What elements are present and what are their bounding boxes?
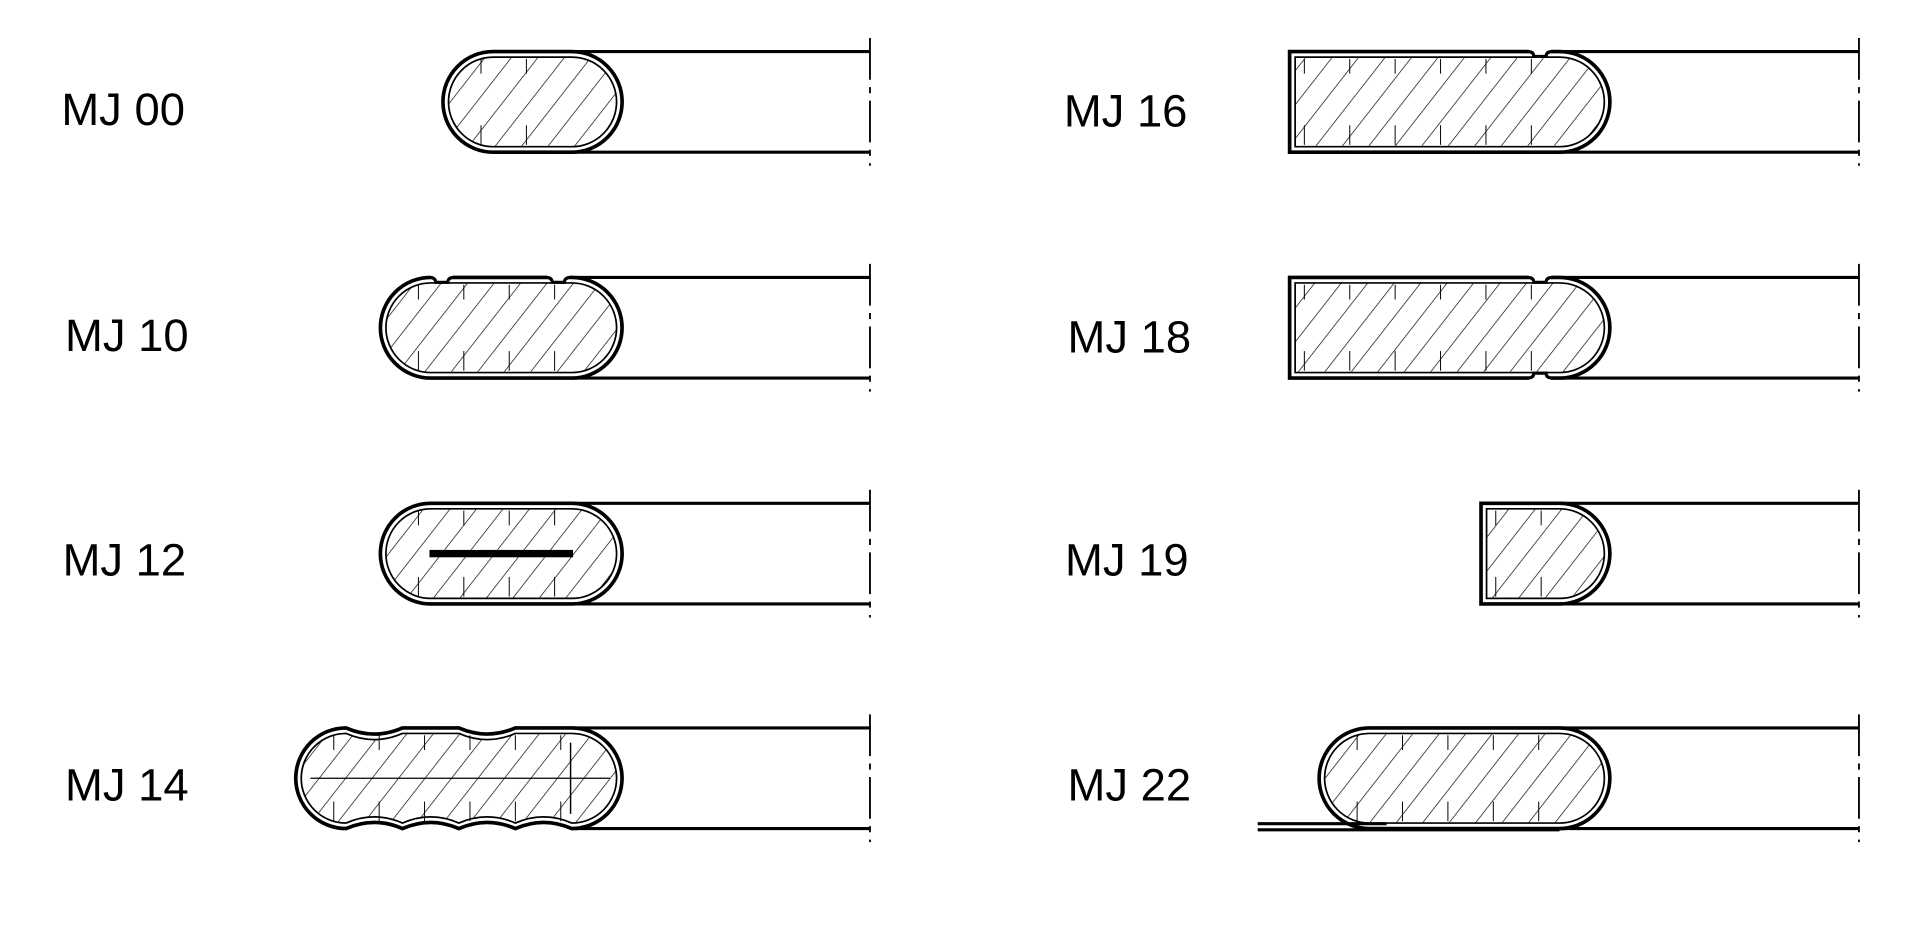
outer-wall: [1287, 49, 1612, 155]
notch-gap: [430, 273, 453, 282]
inner-wall: [1323, 732, 1606, 824]
inner-wall: [385, 507, 618, 600]
notch: [1527, 371, 1553, 380]
notch: [1527, 50, 1553, 58]
base-strip: [1257, 822, 1560, 832]
outer-wall: [293, 726, 624, 831]
outer-wall: [1479, 501, 1612, 606]
notch: [545, 275, 571, 284]
label-mj-00: MJ 00: [61, 84, 185, 135]
hatching: [449, 57, 616, 147]
inner-wall: [385, 282, 618, 374]
profile-mj-19: [1479, 489, 1860, 618]
tube-edge: [571, 726, 870, 831]
profile-mj-12: [378, 489, 871, 618]
tube-edge: [571, 501, 870, 606]
hatching: [1295, 283, 1604, 372]
hatching: [1295, 57, 1604, 147]
label-mj-18: MJ 18: [1068, 311, 1192, 362]
notch-gap: [1528, 374, 1551, 382]
tube-edge: [1559, 501, 1859, 606]
label-mj-22: MJ 22: [1068, 759, 1192, 810]
hatching: [1487, 509, 1604, 598]
inner-wall: [1294, 56, 1606, 148]
label-mj-14: MJ 14: [65, 759, 189, 810]
notch-gap: [1528, 47, 1551, 56]
notch-gap: [547, 273, 570, 282]
label-mj-12: MJ 12: [63, 535, 187, 586]
notch-gap: [1528, 273, 1551, 282]
outer-wall: [378, 275, 624, 380]
tube-edge: [1559, 50, 1859, 154]
profile-mj-00: [441, 38, 871, 166]
notch: [429, 275, 455, 284]
profile-mj-10: [378, 263, 871, 392]
inner-wall: [1294, 282, 1606, 374]
hatching: [386, 283, 616, 372]
tube-edge: [571, 275, 870, 380]
label-mj-19: MJ 19: [1065, 535, 1189, 586]
notch: [1527, 275, 1553, 284]
inner-wall: [300, 732, 618, 824]
outer-wall: [1287, 275, 1612, 380]
tube-edge: [1559, 726, 1859, 831]
hatching: [1325, 734, 1604, 823]
inner-wall: [1485, 507, 1606, 600]
profile-mj-22: [1257, 714, 1860, 843]
outer-wall: [441, 49, 624, 155]
inner-wall: [447, 56, 618, 148]
tube-edge: [1559, 275, 1859, 380]
label-mj-16: MJ 16: [1064, 85, 1188, 136]
metal-insert: [429, 549, 574, 558]
profile-mj-14: [293, 714, 871, 843]
label-mj-10: MJ 10: [65, 310, 189, 361]
outer-wall: [378, 501, 624, 606]
tube-edge: [571, 50, 870, 154]
profile-mj-18: [1287, 263, 1860, 392]
profile-mj-16: [1287, 38, 1860, 166]
